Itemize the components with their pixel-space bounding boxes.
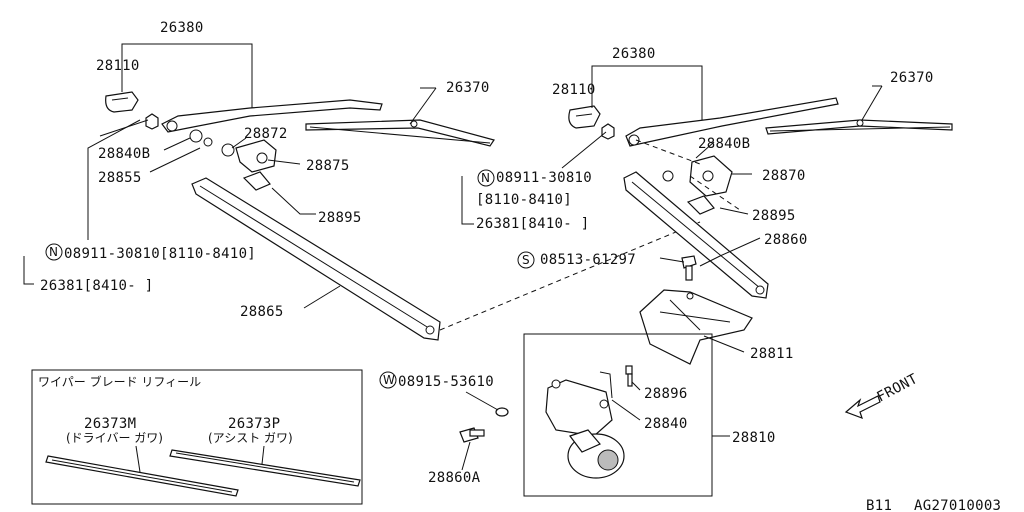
label-28895-right: 28895 [752, 208, 796, 224]
label-26373P: 26373P [228, 416, 280, 432]
wiper-arm-right [625, 97, 839, 147]
wiper-cap-right [568, 105, 601, 129]
label-front: FRONT [874, 371, 920, 406]
label-b11: B11 [866, 498, 892, 512]
label-assist-side: (アシスト ガワ) [208, 431, 293, 445]
label-28865: 28865 [240, 304, 284, 320]
label-26380-right: 26380 [612, 46, 656, 62]
label-28860: 28860 [764, 232, 808, 248]
label-08513: 08513-61297 [540, 252, 636, 268]
bracket-26380-left [121, 43, 253, 110]
link-rod-28860 [623, 171, 769, 299]
refill-inset-box [31, 369, 363, 505]
wiper-arm-left [161, 99, 383, 133]
label-28872: 28872 [244, 126, 288, 142]
wiper-motor-28810 [545, 371, 625, 479]
prefix-n2: N [481, 171, 490, 185]
wiper-cap-left [105, 91, 139, 113]
label-28895-left: 28895 [318, 210, 362, 226]
leader-26370b [861, 85, 883, 121]
label-28811: 28811 [750, 346, 794, 362]
inset-title: ワイパー ブレード リフィール [38, 374, 201, 389]
prefix-s: S [522, 253, 530, 267]
prefix-circle-n2 [477, 169, 495, 187]
label-26370-right: 26370 [890, 70, 934, 86]
label-26380-left: 26380 [160, 20, 204, 36]
bolt-08513 [681, 255, 697, 281]
label-08911-left: 08911-30810[8110-8410] [64, 246, 256, 262]
wiper-blade-left [305, 119, 495, 147]
pivot-28870 [662, 155, 733, 215]
nut-28840B-right [601, 123, 615, 140]
label-28896: 28896 [644, 386, 688, 402]
label-28110-left: 28110 [96, 58, 140, 74]
label-driver-side: (ドライバー ガワ) [66, 431, 163, 445]
motor-bracket-28811 [639, 289, 753, 365]
label-28875: 28875 [306, 158, 350, 174]
motor-box-28810 [523, 333, 713, 497]
prefix-circle-s [517, 251, 535, 269]
pivot-28875 [221, 139, 277, 191]
screw-28896 [625, 365, 633, 387]
label-08915: 08915-53610 [398, 374, 494, 390]
washer-left [189, 129, 203, 143]
label-8110-right: [8110-8410] [476, 192, 572, 208]
label-28870: 28870 [762, 168, 806, 184]
label-26370-left: 26370 [446, 80, 490, 96]
front-arrow [844, 395, 881, 420]
label-28810: 28810 [732, 430, 776, 446]
label-28855: 28855 [98, 170, 142, 186]
label-drawing-code: AG27010003 [914, 498, 1001, 512]
prefix-circle-n1 [45, 243, 63, 261]
bracket-26380-right [591, 65, 703, 120]
link-rod-28865 [191, 177, 441, 341]
label-28840: 28840 [644, 416, 688, 432]
prefix-w: W [383, 373, 395, 387]
label-28860A: 28860A [428, 470, 481, 486]
label-28840B-left: 28840B [98, 146, 150, 162]
washer-08915 [495, 407, 509, 417]
nut-28840B-left [145, 113, 159, 130]
label-28110-right: 28110 [552, 82, 596, 98]
label-26381-right: 26381[8410- ] [476, 216, 589, 232]
washer-small-left [203, 137, 213, 147]
refill-driver-26373M [45, 455, 239, 497]
wiper-blade-right [765, 119, 953, 135]
label-26381-left: 26381[8410- ] [40, 278, 153, 294]
label-26373M: 26373M [84, 416, 136, 432]
label-08911-right: 08911-30810 [496, 170, 592, 186]
prefix-circle-w [379, 371, 397, 389]
leader-26370a [409, 87, 437, 125]
label-28840B-right: 28840B [698, 136, 750, 152]
bolt-28860A [459, 427, 485, 443]
prefix-n1: N [49, 245, 58, 259]
refill-assist-26373P [169, 449, 361, 487]
